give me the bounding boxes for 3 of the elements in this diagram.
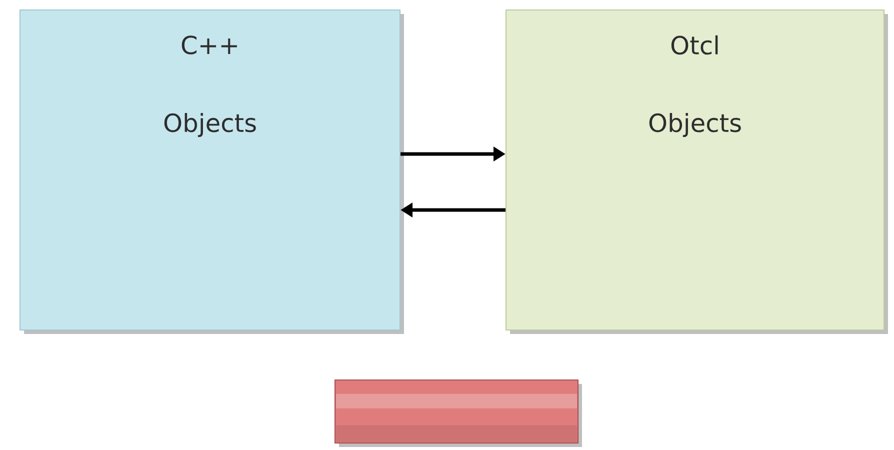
labeled-box: Otcl Objects — [506, 10, 888, 334]
bar — [334, 380, 582, 447]
labeled-box: C++ Objects — [20, 10, 404, 334]
